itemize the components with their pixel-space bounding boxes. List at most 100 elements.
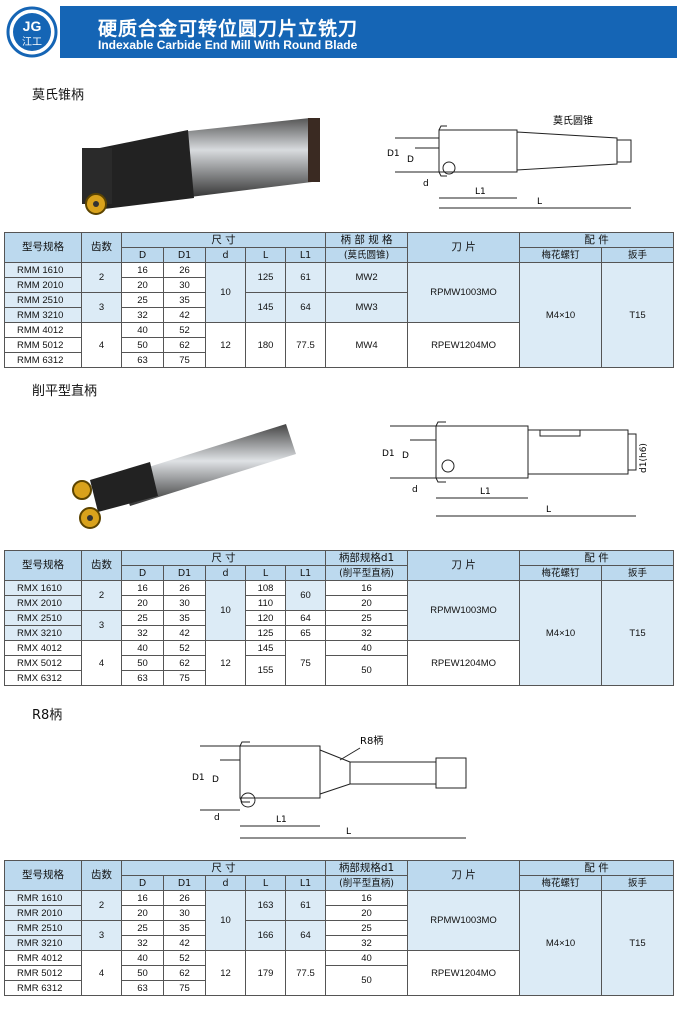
drawing-label-D: D [212, 775, 219, 785]
table-cell-D1: 62 [163, 965, 206, 981]
table-cell-shank: MW2 [325, 262, 409, 293]
drawing-label-d: d [423, 179, 429, 189]
table-cell-L1: 77.5 [284, 322, 327, 368]
table-cell-shank: 40 [325, 950, 409, 966]
table-cell-model: RMM 1610 [4, 262, 82, 278]
drawing-label-D: D [402, 451, 409, 461]
section-title-r8: R8柄 [32, 708, 63, 723]
drawing-label-D: D [407, 155, 414, 165]
table-cell-D1: 52 [163, 322, 206, 338]
table-cell-model: RMX 2010 [4, 595, 82, 611]
table-cell-shank: MW3 [325, 292, 409, 323]
table-cell-teeth: 3 [81, 610, 122, 641]
col-header-D1: D1 [163, 875, 206, 891]
table-cell-model: RMR 5012 [4, 965, 82, 981]
table-cell-D1: 26 [163, 262, 206, 278]
table-cell-D1: 52 [163, 950, 206, 966]
table-cell-D: 25 [121, 292, 164, 308]
section-title-flat-shank: 削平型直柄 [32, 384, 98, 399]
table-cell-blade: RPEW1204MO [407, 640, 521, 686]
table-cell-D1: 75 [163, 670, 206, 686]
table-cell-teeth: 4 [81, 322, 122, 368]
table-cell-D1: 62 [163, 655, 206, 671]
col-header-d: d [205, 875, 246, 891]
table-cell-shank: 16 [325, 580, 409, 596]
table-cell-shank: 20 [325, 905, 409, 921]
table-cell-L: 155 [245, 655, 286, 686]
table-cell-D: 50 [121, 655, 164, 671]
col-header-teeth: 齿数 [81, 232, 122, 263]
table-cell-d: 10 [205, 580, 246, 641]
table-cell-D: 63 [121, 980, 164, 996]
table-cell-model: RMM 3210 [4, 307, 82, 323]
table-cell-L: 125 [245, 262, 286, 293]
table-cell-D1: 75 [163, 352, 206, 368]
table-cell-shank: 20 [325, 595, 409, 611]
table-cell-L1: 64 [284, 292, 327, 323]
col-header-d: d [205, 565, 246, 581]
table-cell-shank: MW4 [325, 322, 409, 368]
flat-shank-tool-photo [72, 424, 296, 529]
col-header-model: 型号规格 [4, 860, 82, 891]
table-cell-model: RMX 3210 [4, 625, 82, 641]
drawing-label-L: L [546, 505, 551, 515]
table-cell-shank: 25 [325, 610, 409, 626]
table-cell-blade: RPMW1003MO [407, 580, 521, 641]
table-cell-shank: 32 [325, 625, 409, 641]
table-cell-D: 25 [121, 920, 164, 936]
col-header-teeth: 齿数 [81, 860, 122, 891]
table-cell-shank: 50 [325, 655, 409, 686]
drawing-label-L: L [537, 197, 542, 207]
col-header-D1: D1 [163, 565, 206, 581]
col-header-model: 型号规格 [4, 232, 82, 263]
header-band [60, 6, 677, 58]
drawing-label-D1: D1 [387, 149, 400, 159]
table-cell-blade: RPMW1003MO [407, 890, 521, 951]
col-header-accessories: 配 件 [519, 550, 675, 566]
col-header-blade: 刀 片 [407, 860, 521, 891]
col-header-shank: 柄 部 规 格 [325, 232, 409, 248]
table-cell-shank: 50 [325, 965, 409, 996]
page-title: 硬质合金可转位圆刀片立铣刀 [98, 18, 359, 40]
col-header-shank: 柄部规格d1 [325, 550, 409, 566]
drawing-label-L1: L1 [480, 487, 491, 497]
table-cell-D: 40 [121, 322, 164, 338]
section-title-morse: 莫氏锥柄 [32, 88, 85, 103]
col-header-L1: L1 [284, 247, 327, 263]
table-cell-shank: 32 [325, 935, 409, 951]
table-cell-model: RMR 2010 [4, 905, 82, 921]
drawing-label-D1: D1 [382, 449, 395, 459]
table-cell-screw: M4×10 [519, 262, 603, 368]
table-cell-L: 145 [245, 640, 286, 656]
col-header-screw: 梅花螺钉 [519, 565, 603, 581]
table-cell-d: 12 [205, 640, 246, 686]
table-cell-D: 20 [121, 277, 164, 293]
col-header-size: 尺 寸 [120, 232, 327, 248]
table-cell-model: RMM 2010 [4, 277, 82, 293]
table-cell-L1: 75 [284, 640, 327, 686]
table-cell-model: RMX 6312 [4, 670, 82, 686]
col-header-blade: 刀 片 [407, 232, 521, 263]
table-cell-L: 125 [245, 625, 286, 641]
col-header-L1: L1 [284, 875, 327, 891]
page-subtitle: Indexable Carbide End Mill With Round Bl… [98, 38, 358, 52]
table-cell-model: RMX 5012 [4, 655, 82, 671]
col-header-teeth: 齿数 [81, 550, 122, 581]
table-cell-blade: RPEW1204MO [407, 950, 521, 996]
table-cell-teeth: 2 [81, 580, 122, 611]
col-header-shank-sub: (削平型直柄) [325, 875, 409, 891]
table-cell-D1: 42 [163, 935, 206, 951]
table-cell-L1: 61 [284, 890, 327, 921]
table-cell-model: RMX 4012 [4, 640, 82, 656]
table-cell-D1: 30 [163, 277, 206, 293]
col-header-size: 尺 寸 [120, 860, 327, 876]
flat-shank-drawing: D1 D d L1 L d1(h6) [382, 421, 649, 517]
morse-taper-drawing: D1 D d L1 L 莫氏圆锥 [387, 115, 632, 209]
table-cell-model: RMR 2510 [4, 920, 82, 936]
table-cell-teeth: 2 [81, 890, 122, 921]
table-cell-d: 10 [205, 890, 246, 951]
table-cell-D: 50 [121, 337, 164, 353]
page-header: JG 江工 硬质合金可转位圆刀片立铣刀 Indexable Carbide En… [0, 0, 677, 64]
table-cell-L1: 60 [284, 580, 327, 611]
col-header-size: 尺 寸 [120, 550, 327, 566]
